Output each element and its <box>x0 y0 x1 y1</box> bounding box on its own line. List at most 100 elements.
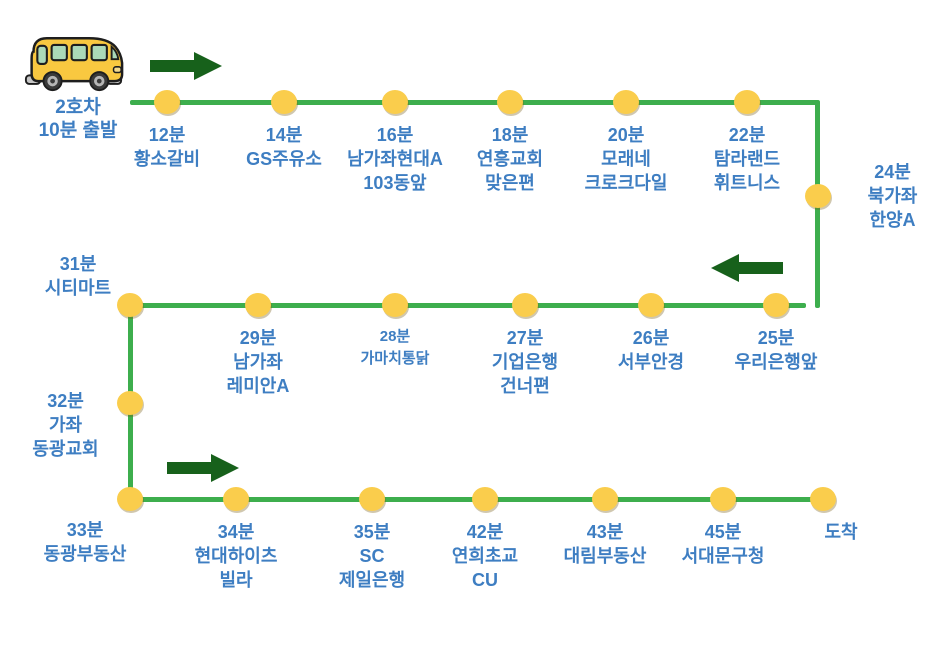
stop-marker <box>613 90 639 114</box>
stop-marker <box>245 293 271 317</box>
stop-marker <box>117 293 143 317</box>
stop-marker <box>472 487 498 511</box>
stop-label-line: CU <box>472 570 498 590</box>
stop-label-line: 시티마트 <box>44 278 112 298</box>
stop-label-line: 건너편 <box>500 376 550 396</box>
route-line-segment <box>130 100 818 105</box>
stop-label-line: 25분 <box>757 328 795 348</box>
stop-label-line: 남가좌현대A <box>347 149 443 169</box>
stop-label-line: 현대하이츠 <box>194 546 278 566</box>
stop-label-line: 맞은편 <box>485 173 535 193</box>
stop-label-line: 27분 <box>506 328 544 348</box>
stop-label-line: 레미안A <box>226 376 290 396</box>
stop-label-line: 34분 <box>217 522 255 542</box>
stop-label-line: 남가좌 <box>233 352 283 372</box>
bus-icon <box>24 30 124 96</box>
stop-label-line: 24분 <box>874 162 911 182</box>
stop-label-line: 가좌 <box>48 415 83 435</box>
stop-label-line: 도착 <box>824 522 858 542</box>
stop-marker <box>734 90 760 114</box>
stop-label-line: 기업은행 <box>491 352 559 372</box>
bus-departure-time: 10분 출발 <box>38 120 118 141</box>
stop-marker <box>117 391 143 415</box>
stop-marker <box>497 90 523 114</box>
stop-label-line: 연흥교회 <box>476 149 544 169</box>
stop-label-line: 35분 <box>353 522 391 542</box>
stop-marker <box>117 487 143 511</box>
stop-label-line: 서부안경 <box>617 352 685 372</box>
stop-label-line: SC <box>359 546 385 566</box>
route-line-segment <box>128 303 806 308</box>
stop-marker <box>154 90 180 114</box>
stop-label-line: 크로크다일 <box>584 173 668 193</box>
stop-label-line: 18분 <box>491 125 529 145</box>
stop-marker <box>810 487 836 511</box>
bus-departure-label: 2호차 10분 출발 <box>13 96 143 142</box>
stop-label-line: 대림부동산 <box>563 546 647 566</box>
stop-label-line: 33분 <box>66 520 104 540</box>
stop-label-line: GS주유소 <box>246 149 322 169</box>
stop-label-line: 32분 <box>47 391 84 411</box>
stop-label: 14분 GS주유소 <box>209 123 359 171</box>
stop-label-line: 26분 <box>632 328 670 348</box>
stop-label-line: 한양A <box>869 210 916 230</box>
stop-label-line: 45분 <box>704 522 742 542</box>
direction-arrow-left <box>711 253 783 283</box>
stop-marker <box>805 184 831 208</box>
bus-number: 2호차 <box>55 97 101 118</box>
stop-marker <box>271 90 297 114</box>
stop-marker <box>359 487 385 511</box>
stop-marker <box>512 293 538 317</box>
stop-marker <box>710 487 736 511</box>
stop-label-line: 연희초교 <box>451 546 519 566</box>
stop-label-line: 우리은행앞 <box>734 352 818 372</box>
stop-label-line: 제일은행 <box>338 570 406 590</box>
stop-label-line: 42분 <box>466 522 504 542</box>
stop-label-line: 31분 <box>59 254 97 274</box>
stop-label-line: 모래네 <box>601 149 651 169</box>
direction-arrow-right <box>150 51 222 81</box>
stop-label-line: 탐라랜드 <box>713 149 781 169</box>
stop-label-line: 20분 <box>607 125 645 145</box>
stop-label-line: 29분 <box>239 328 277 348</box>
stop-label-line: 빌라 <box>219 570 253 590</box>
stop-label-line: 28분 <box>379 328 411 345</box>
stop-marker <box>382 90 408 114</box>
stop-label-line: 12분 <box>148 125 186 145</box>
direction-arrow-right <box>167 453 239 483</box>
stop-label-line: 가마치통닭 <box>360 350 430 367</box>
stop-marker <box>638 293 664 317</box>
stop-marker <box>763 293 789 317</box>
stop-label-line: 북가좌 <box>867 186 918 206</box>
stop-label-line: 황소갈비 <box>133 149 201 169</box>
stop-label: 35분 SC 제일은행 <box>297 520 447 592</box>
stop-label: 도착 <box>766 520 916 544</box>
stop-label-line: 동광부동산 <box>43 544 127 564</box>
stop-label-line: 103동앞 <box>363 173 427 193</box>
stop-marker <box>592 487 618 511</box>
stop-label-line: 14분 <box>265 125 303 145</box>
stop-label-line: 휘트니스 <box>713 173 781 193</box>
stop-label-line: 서대문구청 <box>681 546 765 566</box>
stop-label-line: 22분 <box>728 125 766 145</box>
stop-label-line: 43분 <box>586 522 624 542</box>
